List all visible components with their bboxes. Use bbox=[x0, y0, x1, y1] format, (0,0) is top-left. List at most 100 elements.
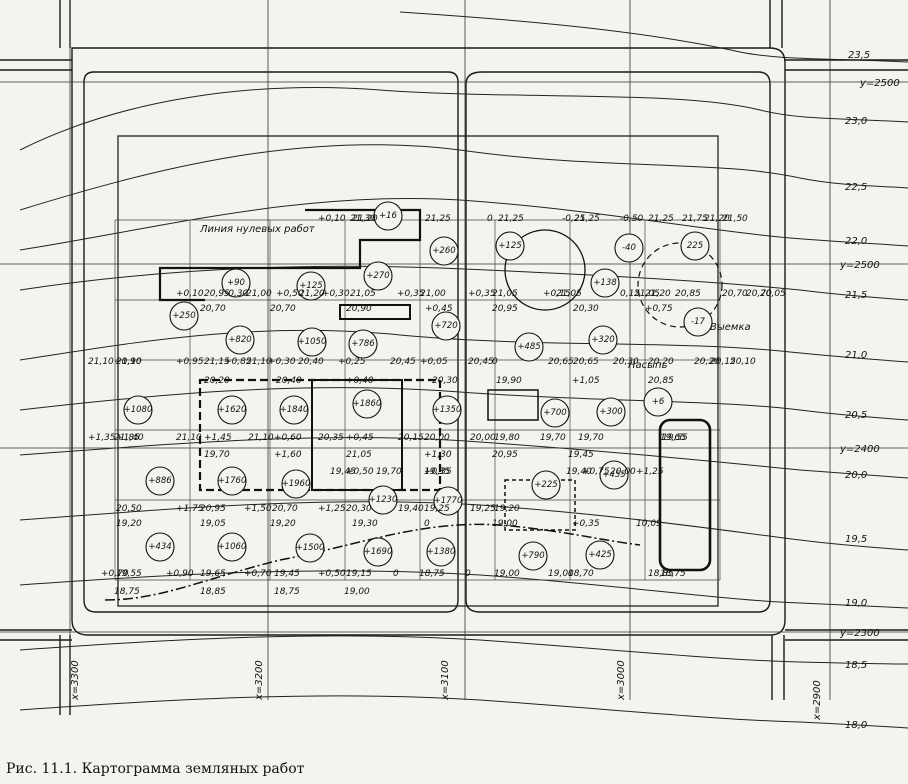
spot-height-label: 19,70 bbox=[204, 450, 230, 460]
spot-height-label: +0,85 bbox=[224, 357, 252, 367]
volume-circle bbox=[295, 533, 325, 563]
spot-height-label: 20,20 bbox=[648, 357, 674, 367]
building-small bbox=[339, 304, 411, 320]
contour-label-18-5: 18,5 bbox=[845, 660, 867, 671]
volume-label: +790 bbox=[521, 551, 544, 561]
tank-2 bbox=[487, 389, 539, 421]
volume-label: +125 bbox=[299, 281, 322, 291]
grid-label-y2500-top: y=2500 bbox=[859, 78, 900, 89]
spot-height-label: 20,10 bbox=[730, 357, 756, 367]
volume-circle bbox=[221, 268, 251, 298]
grid-label-x3100: x=3100 bbox=[440, 660, 451, 701]
contour-label-21-5: 21,5 bbox=[845, 290, 867, 301]
volume-label: +1380 bbox=[427, 547, 456, 557]
annotations: Линия нулевых работ Выемка Насыпь bbox=[199, 223, 751, 371]
volume-label: 225 bbox=[687, 241, 703, 251]
volume-circle bbox=[217, 532, 247, 562]
spot-height-label: +1,05 bbox=[572, 376, 600, 386]
volume-label: +1690 bbox=[364, 547, 393, 557]
spot-height-label: 21,75 bbox=[682, 214, 708, 224]
spot-height-label: 19,40 bbox=[398, 504, 424, 514]
contour-lines bbox=[19, 11, 908, 729]
annotation-cut: Выемка bbox=[710, 322, 751, 333]
volume-label: +786 bbox=[351, 339, 375, 349]
spot-height-label: 20,40 bbox=[276, 376, 302, 386]
spot-height-label: 21,10 bbox=[246, 357, 272, 367]
spot-height-label: +0,25 bbox=[338, 357, 366, 367]
spot-height-label: 21,30 bbox=[350, 214, 376, 224]
spot-height-label: 20,00 bbox=[424, 433, 450, 443]
contour-label-19-0: 19,0 bbox=[845, 598, 867, 609]
spot-height-label: +0,35 bbox=[468, 289, 496, 299]
spot-height-label: 19,20 bbox=[116, 519, 142, 529]
spot-height-label: 19,00 bbox=[548, 569, 574, 579]
spot-height-label: +0,35 bbox=[424, 467, 452, 477]
spot-height-label: -0,25 bbox=[562, 214, 586, 224]
spot-height-label: 20,65 bbox=[548, 357, 574, 367]
spot-height-label: +1,50 bbox=[244, 504, 272, 514]
annotation-fill: Насыпь bbox=[628, 360, 668, 371]
spot-height-label: 21,10 bbox=[248, 433, 274, 443]
volume-label: +434 bbox=[148, 542, 171, 552]
volume-circle bbox=[297, 327, 327, 357]
spot-height-label: 20,95 bbox=[204, 289, 230, 299]
contour-label-23-5: 23,5 bbox=[848, 50, 870, 61]
volume-label: +270 bbox=[366, 271, 389, 281]
road-inner-right bbox=[465, 71, 771, 613]
volume-circle bbox=[433, 486, 463, 516]
spot-height-label: +0,15 bbox=[543, 289, 571, 299]
spot-height-label: 20,20 bbox=[694, 357, 720, 367]
spot-height-label: 20,90 bbox=[346, 304, 372, 314]
spot-height-label: 20,05 bbox=[760, 289, 786, 299]
volume-circle bbox=[373, 201, 403, 231]
volume-label: +260 bbox=[432, 246, 455, 256]
spot-height-label: 19,15 bbox=[346, 569, 372, 579]
spot-height-label: 19,70 bbox=[376, 467, 402, 477]
contour-label-22-5: 22,5 bbox=[845, 182, 867, 193]
volume-circle bbox=[588, 325, 618, 355]
volume-label: +700 bbox=[543, 408, 566, 418]
volume-circle bbox=[596, 397, 626, 427]
spot-height-label: 20,95 bbox=[492, 450, 518, 460]
spot-height-label: 21,25 bbox=[498, 214, 524, 224]
contour-18-5 bbox=[19, 635, 908, 665]
spot-height-label: 10,09 bbox=[636, 519, 662, 529]
volume-label: +1500 bbox=[296, 543, 325, 553]
spot-height-label: 20,40 bbox=[298, 357, 324, 367]
spot-height-label: +0,35 bbox=[397, 289, 425, 299]
spot-height-label: 19,05 bbox=[200, 519, 226, 529]
volume-label: +300 bbox=[599, 407, 622, 417]
spot-height-label: 19,90 bbox=[496, 376, 522, 386]
spot-height-label: +0,30 bbox=[268, 357, 296, 367]
volume-circle bbox=[352, 389, 382, 419]
road-east bbox=[769, 0, 785, 700]
spot-height-label: +0,10 bbox=[318, 214, 346, 224]
contour-labels: 23,5 23,0 22,5 22,0 21,5 21,0 20,5 20,0 … bbox=[845, 50, 870, 731]
contour-21-0 bbox=[19, 329, 908, 363]
contour-label-22-0: 22,0 bbox=[845, 236, 867, 247]
spot-height-label: 21,10 bbox=[116, 357, 142, 367]
spot-height-label: -0,30 bbox=[225, 289, 249, 299]
volume-circle bbox=[531, 470, 561, 500]
grid-labels: y=2500 y=2500 y=2400 y=2300 x=3300 x=320… bbox=[70, 78, 900, 721]
spot-height-label: 19,70 bbox=[540, 433, 566, 443]
volume-circle bbox=[683, 307, 713, 337]
spot-height-label: +0,75 bbox=[645, 304, 673, 314]
spot-height-label: 21,85 bbox=[114, 433, 140, 443]
spot-height-label: 20,70 bbox=[722, 289, 748, 299]
contour-18-0 bbox=[19, 695, 908, 729]
spot-height-label: +0,50 bbox=[346, 467, 374, 477]
spot-height-label: 21,25 bbox=[574, 214, 600, 224]
grid-label-y2500: y=2500 bbox=[839, 260, 880, 271]
spot-height-label: 21,10 bbox=[176, 433, 202, 443]
round-tank bbox=[504, 229, 586, 311]
spot-height-label: 19,00 bbox=[344, 587, 370, 597]
volume-label: -17 bbox=[691, 317, 705, 327]
spot-height-label: 21,00 bbox=[420, 289, 446, 299]
contour-label-19-5: 19,5 bbox=[845, 534, 867, 545]
volume-label: +1350 bbox=[433, 405, 462, 415]
volume-label: +125 bbox=[498, 241, 521, 251]
spot-height-label: 21,20 bbox=[299, 289, 325, 299]
spot-height-label: 19,80 bbox=[494, 433, 520, 443]
